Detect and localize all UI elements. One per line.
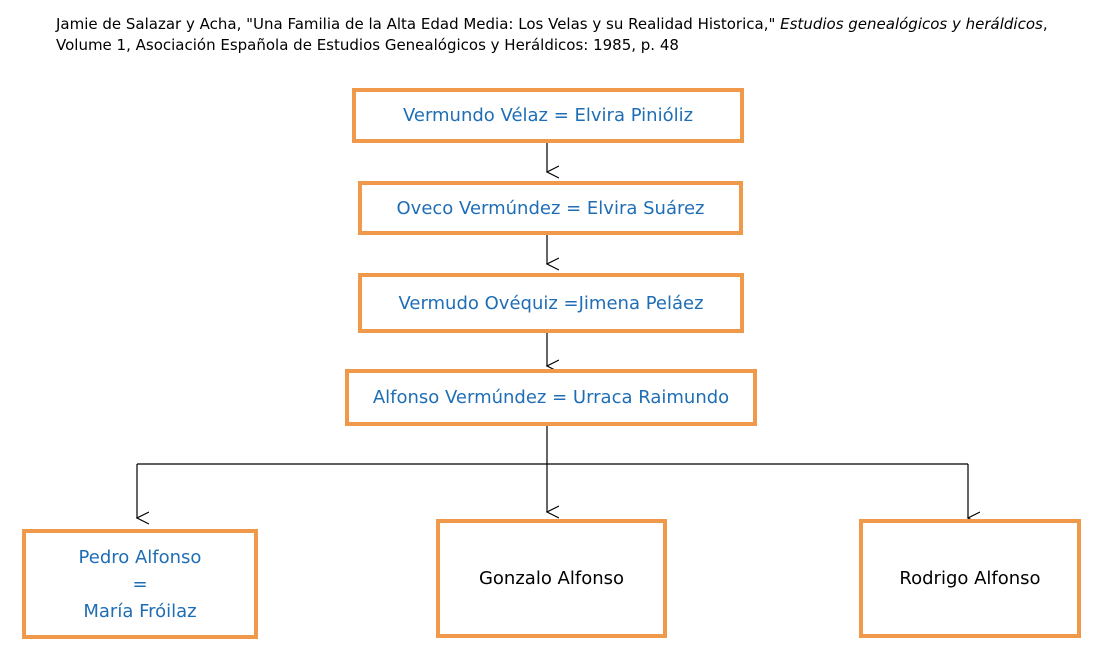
citation-details: , Volume 1, Asociación Española de Estud… bbox=[56, 15, 1048, 54]
node-vermudo-ovequiz[interactable]: Vermudo Ovéquiz =Jimena Peláez bbox=[358, 273, 744, 333]
node-rodrigo-alfonso[interactable]: Rodrigo Alfonso bbox=[859, 519, 1081, 638]
citation-journal: Estudios genealógicos y heráldicos bbox=[780, 15, 1043, 33]
node-label: Oveco Vermúndez = Elvira Suárez bbox=[396, 197, 705, 219]
citation-author-title: Jamie de Salazar y Acha, "Una Familia de… bbox=[56, 15, 781, 33]
node-label: Alfonso Vermúndez = Urraca Raimundo bbox=[372, 387, 730, 408]
node-label: Gonzalo Alfonso bbox=[478, 568, 625, 589]
node-gonzalo-alfonso[interactable]: Gonzalo Alfonso bbox=[436, 519, 667, 638]
node-label: Pedro Alfonso bbox=[78, 546, 202, 568]
node-equals: = bbox=[132, 573, 148, 595]
node-pedro-alfonso[interactable]: Pedro Alfonso = María Fróilaz bbox=[22, 529, 258, 639]
node-alfonso-vermundez[interactable]: Alfonso Vermúndez = Urraca Raimundo bbox=[345, 369, 757, 426]
node-label: María Fróilaz bbox=[83, 600, 197, 622]
node-oveco-vermundez[interactable]: Oveco Vermúndez = Elvira Suárez bbox=[358, 181, 743, 235]
node-label: Rodrigo Alfonso bbox=[899, 568, 1041, 589]
node-label: Vermundo Vélaz = Elvira Pinióliz bbox=[402, 105, 694, 126]
node-label: Vermudo Ovéquiz =Jimena Peláez bbox=[398, 292, 704, 314]
node-couple-stack: Pedro Alfonso = María Fróilaz bbox=[79, 544, 202, 625]
citation: Jamie de Salazar y Acha, "Una Familia de… bbox=[56, 14, 1066, 56]
node-vermundo-velaz[interactable]: Vermundo Vélaz = Elvira Pinióliz bbox=[352, 88, 744, 143]
